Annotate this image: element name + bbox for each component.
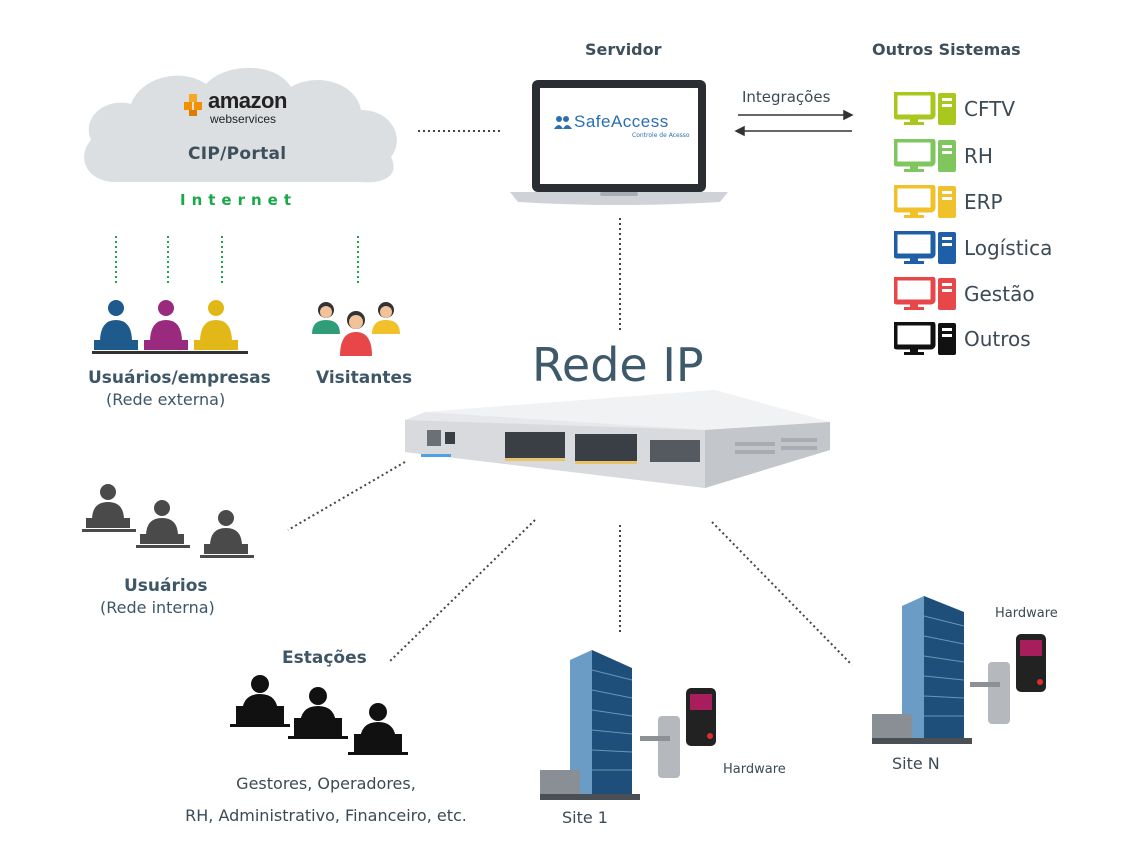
aws-logo: amazon webservices (182, 88, 312, 128)
integrations-label: Integrações (742, 88, 831, 106)
external-users-icons (92, 296, 252, 356)
other-systems-title: Outros Sistemas (872, 40, 1021, 59)
system-item: Gestão (894, 277, 1035, 311)
stations-desc-line1: Gestores, Operadores, (236, 774, 416, 793)
safeaccess-logo-icon (554, 116, 572, 129)
system-item: Outros (894, 322, 1031, 356)
cloud-shape (84, 67, 397, 183)
stations-icons (226, 672, 426, 764)
computer-icon (894, 185, 956, 218)
system-label: CFTV (964, 97, 1016, 121)
aws-sub: webservices (210, 112, 277, 126)
building-icon (540, 650, 640, 800)
aws-cubes-icon (184, 94, 202, 116)
system-item: RH (894, 139, 993, 173)
stations-desc-line2: RH, Administrativo, Financeiro, etc. (185, 806, 467, 825)
aws-word: amazon (208, 88, 287, 113)
internal-users-title: Usuários (124, 576, 208, 596)
visitors-title: Visitantes (316, 368, 413, 388)
visitors-icons (312, 300, 408, 360)
stations-icon (230, 675, 408, 755)
computer-icon (894, 139, 956, 172)
system-label: RH (964, 144, 993, 168)
computer-icon (894, 92, 956, 125)
safeaccess-sub: Controle de Acesso (632, 132, 690, 139)
network-switch (405, 390, 830, 498)
computer-icon (894, 231, 956, 264)
system-label: ERP (964, 190, 1003, 214)
switch-internal-users-line (287, 461, 406, 531)
external-users-title: Usuários/empresas (88, 368, 271, 388)
turnstile-icon (640, 688, 716, 778)
switch-siteN-line (711, 521, 853, 666)
cloud-label: CIP/Portal (188, 144, 287, 164)
siteN-turnstile (970, 632, 1060, 732)
system-item: Logística (894, 231, 1052, 265)
siteN-label: Site N (892, 754, 940, 773)
stations-description: Gestores, Operadores, RH, Administrativo… (170, 768, 482, 832)
site1-turnstile (640, 686, 730, 786)
switch-stations-line (387, 519, 536, 664)
laptop-icon (510, 80, 728, 205)
external-users-subtitle: (Rede externa) (106, 390, 226, 409)
system-item: CFTV (894, 92, 1015, 126)
server-title: Servidor (585, 40, 662, 59)
users-gray-icon (82, 484, 254, 558)
computer-icon (894, 322, 956, 355)
users-colored-icon (92, 300, 248, 354)
turnstile-icon (970, 634, 1046, 724)
switch-icon (405, 390, 830, 488)
siteN-building (872, 596, 972, 744)
visitors-icon (312, 302, 400, 356)
internal-users-subtitle: (Rede interna) (100, 598, 215, 617)
network-label: Rede IP (532, 338, 704, 392)
siteN-hardware-label: Hardware (995, 606, 1058, 621)
system-label: Outros (964, 327, 1031, 351)
internet-label: Internet (180, 191, 298, 209)
building-icon (872, 596, 972, 744)
internal-users-icons (82, 480, 262, 560)
site1-label: Site 1 (562, 808, 608, 827)
site1-hardware-label: Hardware (723, 762, 786, 777)
cloud: amazon webservices CIP/Portal (76, 62, 406, 192)
server-laptop: SafeAccess Controle de Acesso (510, 78, 728, 208)
system-label: Logística (964, 236, 1053, 260)
system-label: Gestão (964, 282, 1035, 306)
safeaccess-text: SafeAccess (574, 112, 669, 131)
computer-icon (894, 277, 956, 310)
system-item: ERP (894, 185, 1003, 219)
stations-title: Estações (282, 648, 367, 668)
site1-building (540, 650, 640, 800)
